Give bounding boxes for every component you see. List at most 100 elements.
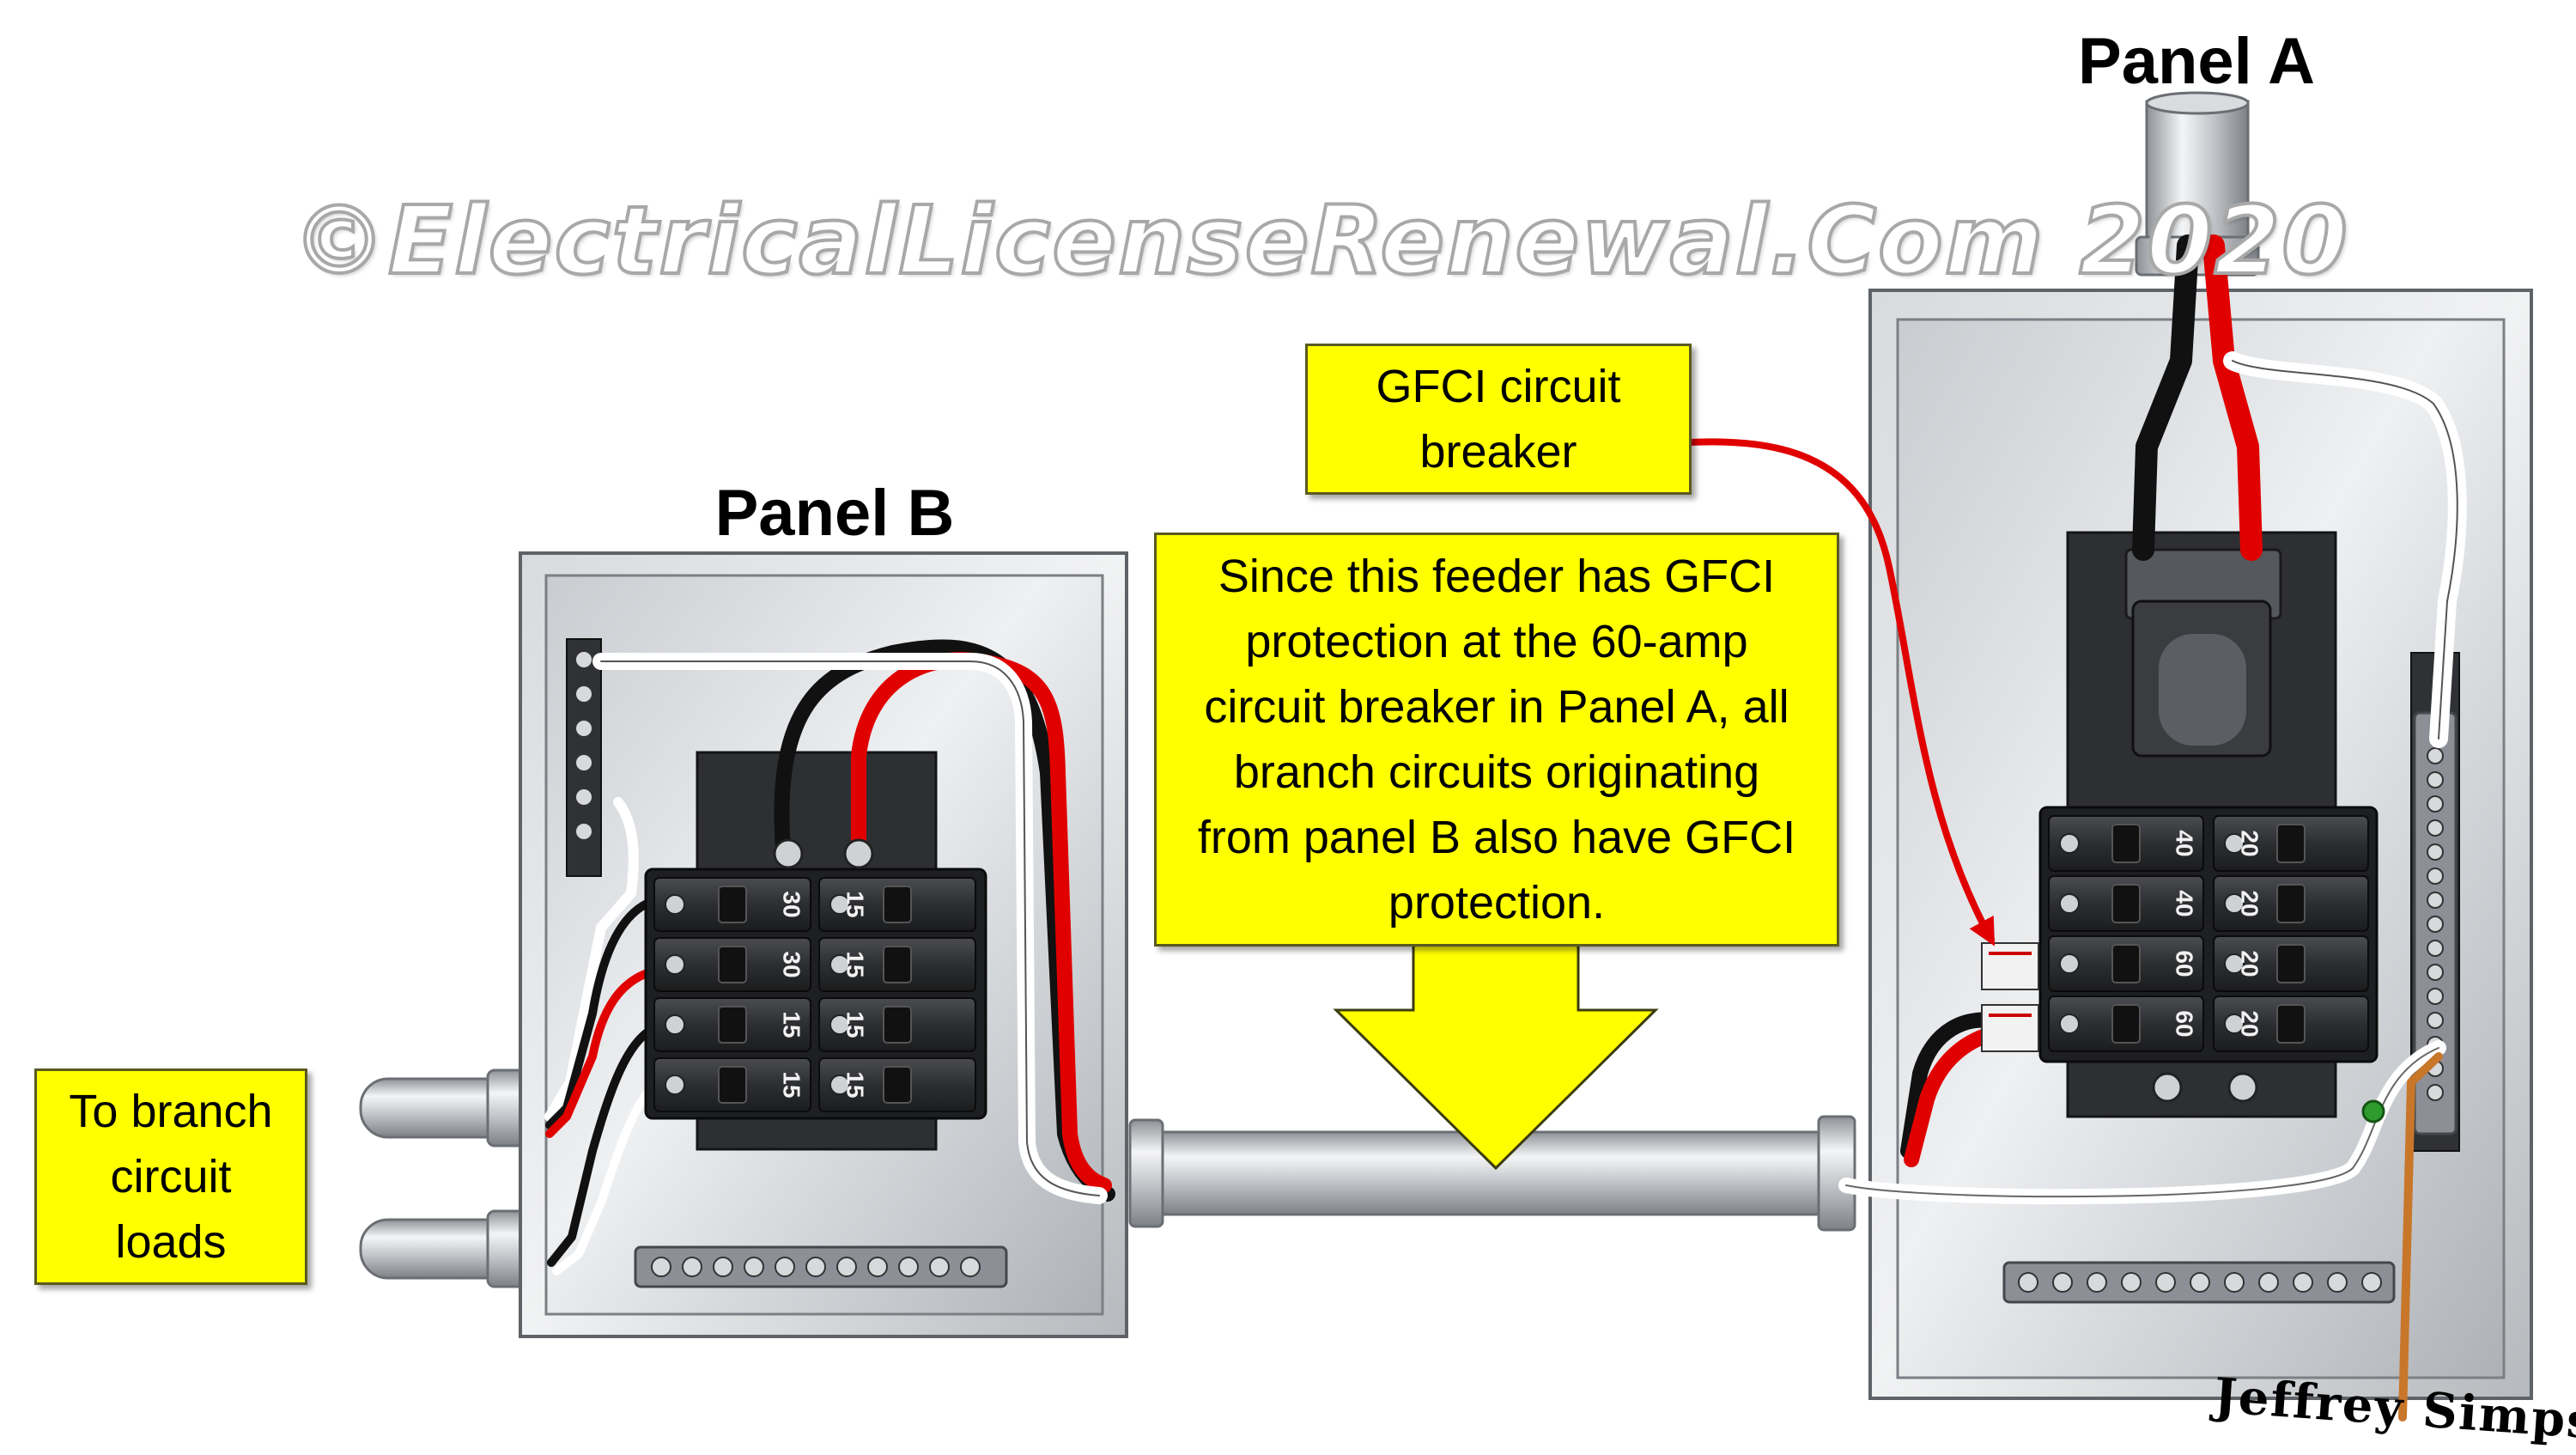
breaker-rating-label: 20 [2237,830,2263,856]
panel-a-title: Panel A [2078,25,2315,98]
service-conduit [2135,91,2260,277]
breaker-terminal-screw [2059,893,2080,914]
gfci-breaker-labels [1981,942,2039,1052]
bus-screw [2427,843,2444,861]
watermark: ©ElectricalLicenseRenewal.Com 2020 [290,184,2349,297]
bus-screw [574,753,593,772]
feeder-note-line-2: protection at the 60-amp [1245,616,1748,667]
breaker-handle [718,946,747,983]
bus-screw [2427,868,2444,885]
breaker-terminal-screw [2059,833,2080,854]
panel-a-wiring [1838,234,2467,1422]
bus-screw [574,685,593,703]
breaker-rating-label: 15 [842,891,869,917]
panel-b-wiring [544,639,1115,1275]
branch-loads-callout: To branch circuit loads [34,1068,307,1285]
breaker-terminal-screw [2224,953,2245,974]
breaker-rating-label: 20 [2237,1010,2263,1037]
bus-screw [2327,1272,2348,1293]
bus-screw [574,719,593,738]
breaker-handle [718,1006,747,1044]
bus-screw [744,1257,764,1277]
breaker-rating-label: 40 [2172,890,2198,916]
breaker-terminal-screw [665,894,685,915]
breaker-terminal-screw [2059,953,2080,974]
lug-screw [773,838,804,869]
breaker-terminal-screw [2059,1014,2080,1034]
breaker-rating-label: 15 [842,1011,869,1038]
bus-screw [2427,819,2444,837]
breaker-handle [2111,884,2141,923]
bus-screw [713,1257,733,1277]
breaker-handle [2276,944,2306,983]
bus-screw [2427,1084,2444,1101]
bus-screw [2427,747,2444,764]
breaker-handle [2111,944,2141,983]
bus-screw [2018,1272,2038,1293]
breaker-rating-label: 60 [2172,1010,2198,1037]
breaker-handle [2111,1004,2141,1044]
breaker-handle [2111,824,2141,863]
branch-conduits [359,1068,529,1288]
bus-screw [960,1257,981,1277]
bus-screw [2427,795,2444,813]
bus-screw [898,1257,919,1277]
lug-screw [2152,1072,2183,1103]
feeder-note-callout: Since this feeder has GFCI protection at… [1154,533,1839,947]
gfci-callout-line-1: GFCI circuit [1376,361,1621,412]
breaker-handle [2276,884,2306,923]
feeder-note-line-6: protection. [1388,877,1606,928]
lug-screw [843,838,874,869]
breaker-terminal-screw [665,1075,685,1095]
breaker-terminal-screw [665,954,685,975]
breaker-rating-label: 30 [779,951,805,977]
breaker-terminal-screw [829,1014,850,1035]
bus-screw [2427,916,2444,933]
bus-screw [574,650,593,669]
breaker-terminal-screw [829,954,850,975]
bus-screw [2427,771,2444,788]
bus-screw [2427,892,2444,909]
bus-screw [2190,1272,2210,1293]
gfci-callout-line-2: breaker [1419,426,1577,478]
breaker-handle [2276,1004,2306,1044]
feeder-down-arrow [1333,943,1659,1171]
bus-screw [775,1257,795,1277]
breaker-rating-label: 20 [2237,890,2263,916]
bus-screw [2427,988,2444,1005]
breaker-handle [883,886,912,923]
panel-b-breaker-stack: 30 15 30 15 15 15 15 15 [644,838,987,1120]
bus-screw [2427,964,2444,981]
breaker-terminal-screw [2224,1014,2245,1034]
branch-loads-line-1: To branch [69,1086,273,1137]
bus-screw [836,1257,857,1277]
branch-loads-line-2: circuit [110,1151,232,1202]
breaker-rating-label: 15 [842,951,869,977]
bus-screw [574,822,593,841]
feeder-note-line-3: circuit breaker in Panel A, all [1204,681,1789,733]
bus-screw [867,1257,888,1277]
breaker-rating-label: 15 [779,1011,805,1038]
breaker-handle [883,1006,912,1044]
bus-screw [574,788,593,807]
breaker-handle [718,886,747,923]
bus-screw [2121,1272,2142,1293]
feeder-note-line-4: branch circuits originating [1233,746,1760,798]
breaker-rating-label: 15 [779,1071,805,1098]
lug-screw [2227,1072,2258,1103]
breaker-rating-label: 15 [842,1071,869,1098]
feeder-note-line-1: Since this feeder has GFCI [1218,551,1776,602]
feeder-note-line-5: from panel B also have GFCI [1197,812,1796,863]
branch-loads-line-3: loads [115,1216,227,1268]
bus-screw [2293,1272,2313,1293]
breaker-rating-label: 40 [2172,830,2198,856]
bus-screw [2427,940,2444,957]
bus-screw [682,1257,702,1277]
bus-screw [2427,1012,2444,1029]
bus-screw [929,1257,950,1277]
breaker-terminal-screw [2224,833,2245,854]
breaker-rating-label: 30 [779,891,805,917]
panel-b-title: Panel B [714,477,955,550]
